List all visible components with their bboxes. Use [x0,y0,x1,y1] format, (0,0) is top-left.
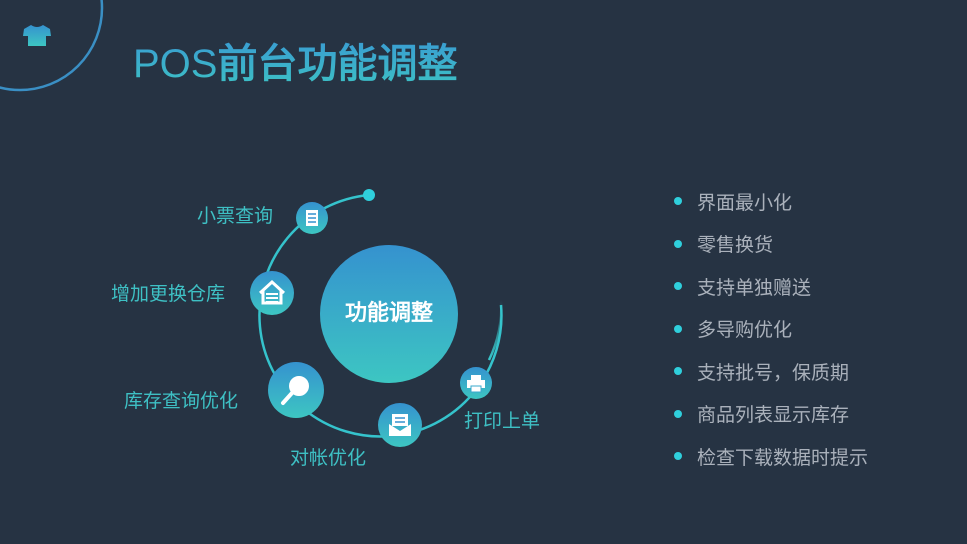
page-title: POS前台功能调整 [133,38,457,90]
list-item: 支持批号，保质期 [672,350,868,393]
list-item: 支持单独赠送 [672,265,868,308]
title-latin: POS [133,42,218,86]
search-icon [268,362,324,418]
bullet-icon [674,452,682,461]
list-item: 界面最小化 [672,180,868,223]
bullet-icon [674,324,682,333]
node-label-print: 打印上单 [464,410,541,432]
bullet-icon [674,367,682,376]
feature-text: 零售换货 [697,234,774,257]
node-label-receipt: 小票查询 [197,205,274,227]
feature-text: 多导购优化 [697,319,793,342]
center-label: 功能调整 [344,301,433,326]
warehouse-icon [250,271,294,315]
node-label-warehouse: 增加更换仓库 [111,283,226,305]
list-item: 检查下载数据时提示 [672,435,868,478]
node-label-stock: 库存查询优化 [124,390,239,412]
list-item: 商品列表显示库存 [672,393,868,436]
feature-text: 支持批号，保质期 [697,361,850,384]
feature-text: 检查下载数据时提示 [697,446,869,469]
feature-text: 界面最小化 [697,191,793,214]
corner-ring [0,0,104,92]
bullet-icon [674,282,682,291]
node-label-reconcile: 对帐优化 [290,447,367,469]
bullet-icon [674,409,682,418]
title-cn: 前台功能调整 [217,41,458,87]
list-item: 零售换货 [672,223,868,266]
feature-list: 界面最小化 零售换货 支持单独赠送 多导购优化 支持批号，保质期 商品列表显示库… [672,180,868,478]
ring-arc-fade [487,299,503,361]
feature-text: 商品列表显示库存 [697,404,850,427]
ring-end-dot [363,189,375,201]
bullet-icon [674,197,682,206]
feature-text: 支持单独赠送 [697,276,812,299]
tshirt-icon [23,25,51,46]
center-circle [320,245,458,383]
bullet-icon [674,239,682,248]
list-item: 多导购优化 [672,308,868,351]
mail-icon [378,403,422,447]
printer-icon [460,367,492,399]
receipt-icon [296,202,328,234]
